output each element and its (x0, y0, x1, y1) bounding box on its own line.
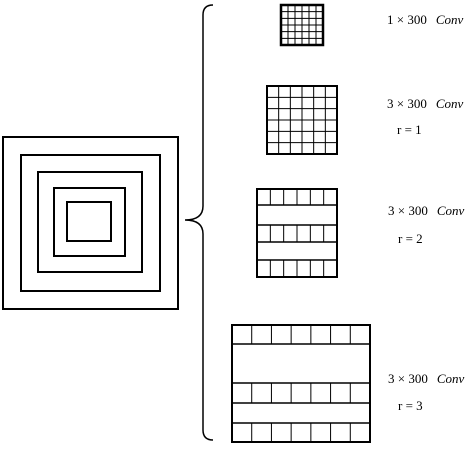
label-4: 3 × 300 Conv r = 3 (388, 371, 465, 413)
outer-square (2, 136, 179, 310)
label-4-op: Conv (437, 371, 465, 386)
nested-squares (2, 136, 179, 310)
kernel-grids (231, 3, 371, 443)
curly-brace (184, 4, 214, 441)
label-3-rate: r = 2 (398, 231, 423, 246)
label-3-op: Conv (437, 203, 465, 218)
label-4-rate: r = 3 (398, 398, 423, 413)
label-4-dims: 3 × 300 (388, 371, 428, 386)
inner-square (66, 201, 112, 242)
label-1-op: Conv (436, 12, 464, 27)
label-2-op: Conv (436, 96, 464, 111)
square-4 (53, 187, 126, 257)
label-2-rate: r = 1 (397, 122, 422, 137)
label-2: 3 × 300 Conv r = 1 (387, 96, 464, 137)
label-3: 3 × 300 Conv r = 2 (388, 203, 465, 246)
label-1-dims: 1 × 300 (387, 12, 427, 27)
square-2 (20, 154, 161, 292)
square-3 (37, 171, 143, 273)
label-3-dims: 3 × 300 (388, 203, 428, 218)
label-1: 1 × 300 Conv (387, 12, 464, 27)
label-2-dims: 3 × 300 (387, 96, 427, 111)
